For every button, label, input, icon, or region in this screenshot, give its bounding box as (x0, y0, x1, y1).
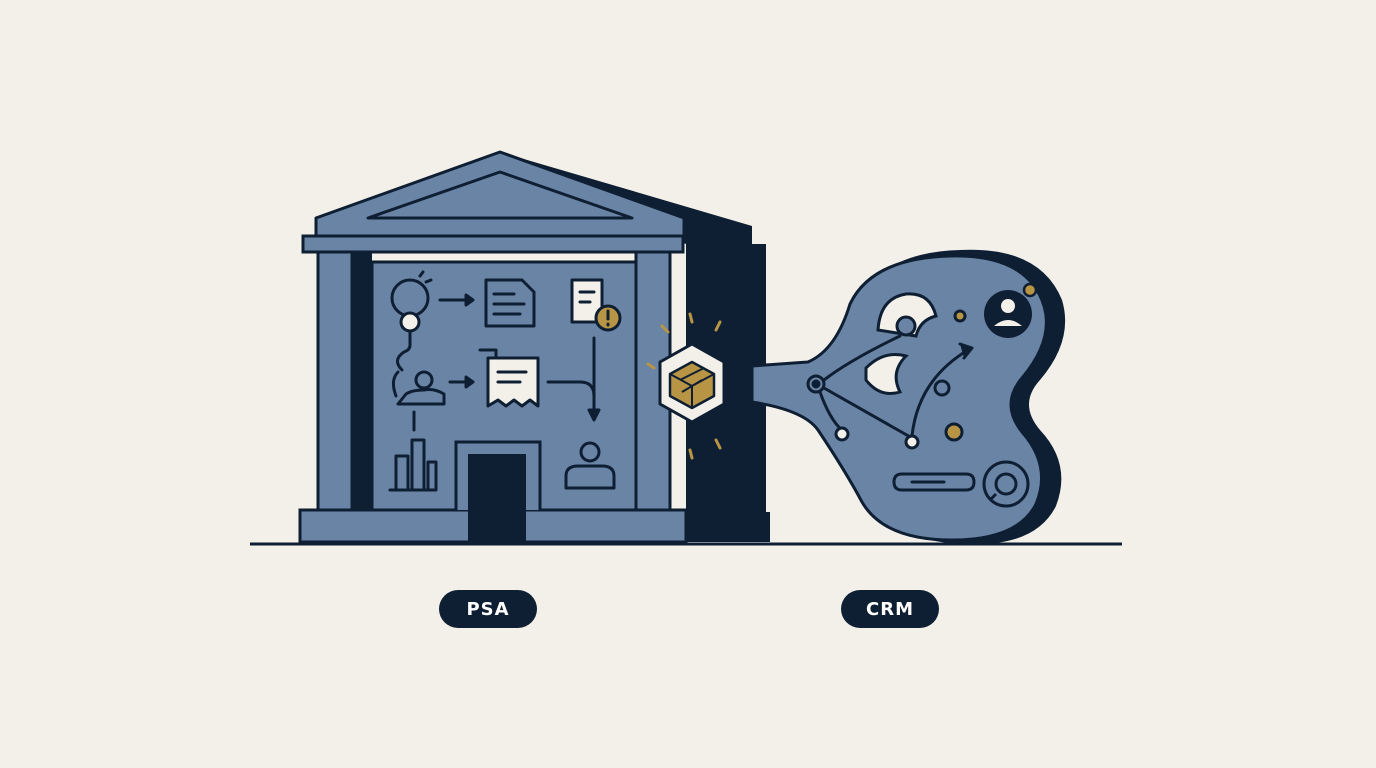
bar-chart-icon (388, 438, 438, 492)
search-icon (982, 460, 1030, 508)
process-flow-icon (388, 270, 622, 492)
psa-label: PSA (439, 590, 537, 628)
connector-cube-icon (646, 312, 726, 460)
person-icon (579, 441, 601, 463)
user-avatar-icon (984, 282, 1038, 338)
crm-blob-icon (750, 249, 1066, 545)
psa-building-icon (298, 150, 770, 544)
crm-label: CRM (841, 590, 939, 628)
